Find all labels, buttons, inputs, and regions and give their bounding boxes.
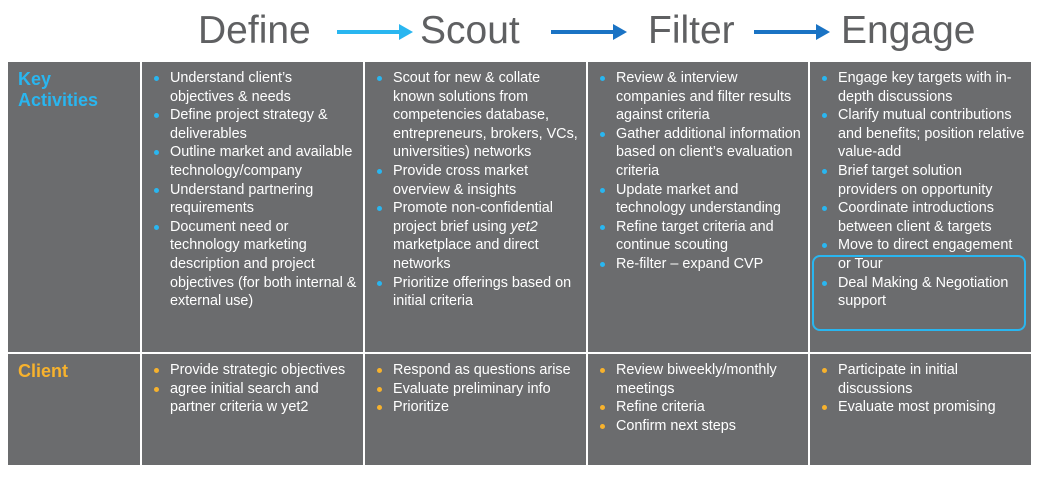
arrow-define-scout (337, 24, 413, 40)
list-item: Prioritize offerings based on initial cr… (375, 274, 580, 311)
activity-table: Key Activities Understand client’s objec… (8, 62, 1035, 465)
list-item: Define project strategy & deliverables (152, 106, 357, 143)
list-item: Update market and technology understandi… (598, 181, 802, 218)
list-item: Provide strategic objectives (152, 361, 357, 380)
list-item: Respond as questions arise (375, 361, 580, 380)
list-item: Refine criteria (598, 398, 802, 417)
cell-client-filter: Review biweekly/monthly meetings Refine … (588, 354, 808, 465)
list-item: agree initial search and partner criteri… (152, 380, 357, 417)
list-item: Review & interview companies and filter … (598, 69, 802, 125)
row-header-key-activities: Key Activities (8, 62, 140, 352)
list-item: Evaluate most promising (820, 398, 1025, 417)
list-item: Understand client’s objectives & needs (152, 69, 357, 106)
list-item: Clarify mutual contributions and benefit… (820, 106, 1025, 162)
list-item: Engage key targets with in-depth discuss… (820, 69, 1025, 106)
cell-key-activities-engage: Engage key targets with in-depth discuss… (810, 62, 1031, 352)
list-item: Understand partnering requirements (152, 181, 357, 218)
list-item: Deal Making & Negotiation support (820, 274, 1025, 311)
list-item: Confirm next steps (598, 417, 802, 436)
list-item: Prioritize (375, 398, 580, 417)
list-item: Brief target solution providers on oppor… (820, 162, 1025, 199)
list-item: Refine target criteria and continue scou… (598, 218, 802, 255)
phase-title-filter: Filter (648, 9, 735, 52)
cell-client-engage: Participate in initial discussions Evalu… (810, 354, 1031, 465)
phase-title-define: Define (198, 9, 311, 52)
list-item-italic-yet2: yet2 (510, 218, 538, 235)
list-item: Document need or technology marketing de… (152, 218, 357, 311)
list-item: Move to direct engagement or Tour (820, 236, 1025, 273)
list-item: Scout for new & collate known solutions … (375, 69, 580, 162)
list-item-text-a: Promote non-confidential project brief u… (393, 200, 553, 235)
cell-key-activities-define: Understand client’s objectives & needs D… (142, 62, 363, 352)
cell-key-activities-scout: Scout for new & collate known solutions … (365, 62, 586, 352)
cell-client-define: Provide strategic objectives agree initi… (142, 354, 363, 465)
list-item-text-b: marketplace and direct networks (393, 237, 539, 272)
phase-title-engage: Engage (841, 9, 976, 52)
row-header-key-activities-line1: Key (18, 69, 52, 89)
cell-client-scout: Respond as questions arise Evaluate prel… (365, 354, 586, 465)
list-item: Participate in initial discussions (820, 361, 1025, 398)
arrow-scout-filter (551, 24, 627, 40)
row-header-key-activities-line2: Activities (18, 90, 99, 110)
list-item: Review biweekly/monthly meetings (598, 361, 802, 398)
arrow-filter-engage (754, 24, 830, 40)
list-item: Evaluate preliminary info (375, 380, 580, 399)
row-header-client: Client (8, 354, 140, 465)
list-item: Re-filter – expand CVP (598, 255, 802, 274)
list-item: Outline market and available technology/… (152, 143, 357, 180)
cell-key-activities-filter: Review & interview companies and filter … (588, 62, 808, 352)
list-item: Provide cross market overview & insights (375, 162, 580, 199)
phase-title-scout: Scout (420, 9, 520, 52)
list-item: Gather additional information based on c… (598, 125, 802, 181)
list-item: Promote non-confidential project brief u… (375, 199, 580, 273)
list-item: Coordinate introductions between client … (820, 199, 1025, 236)
